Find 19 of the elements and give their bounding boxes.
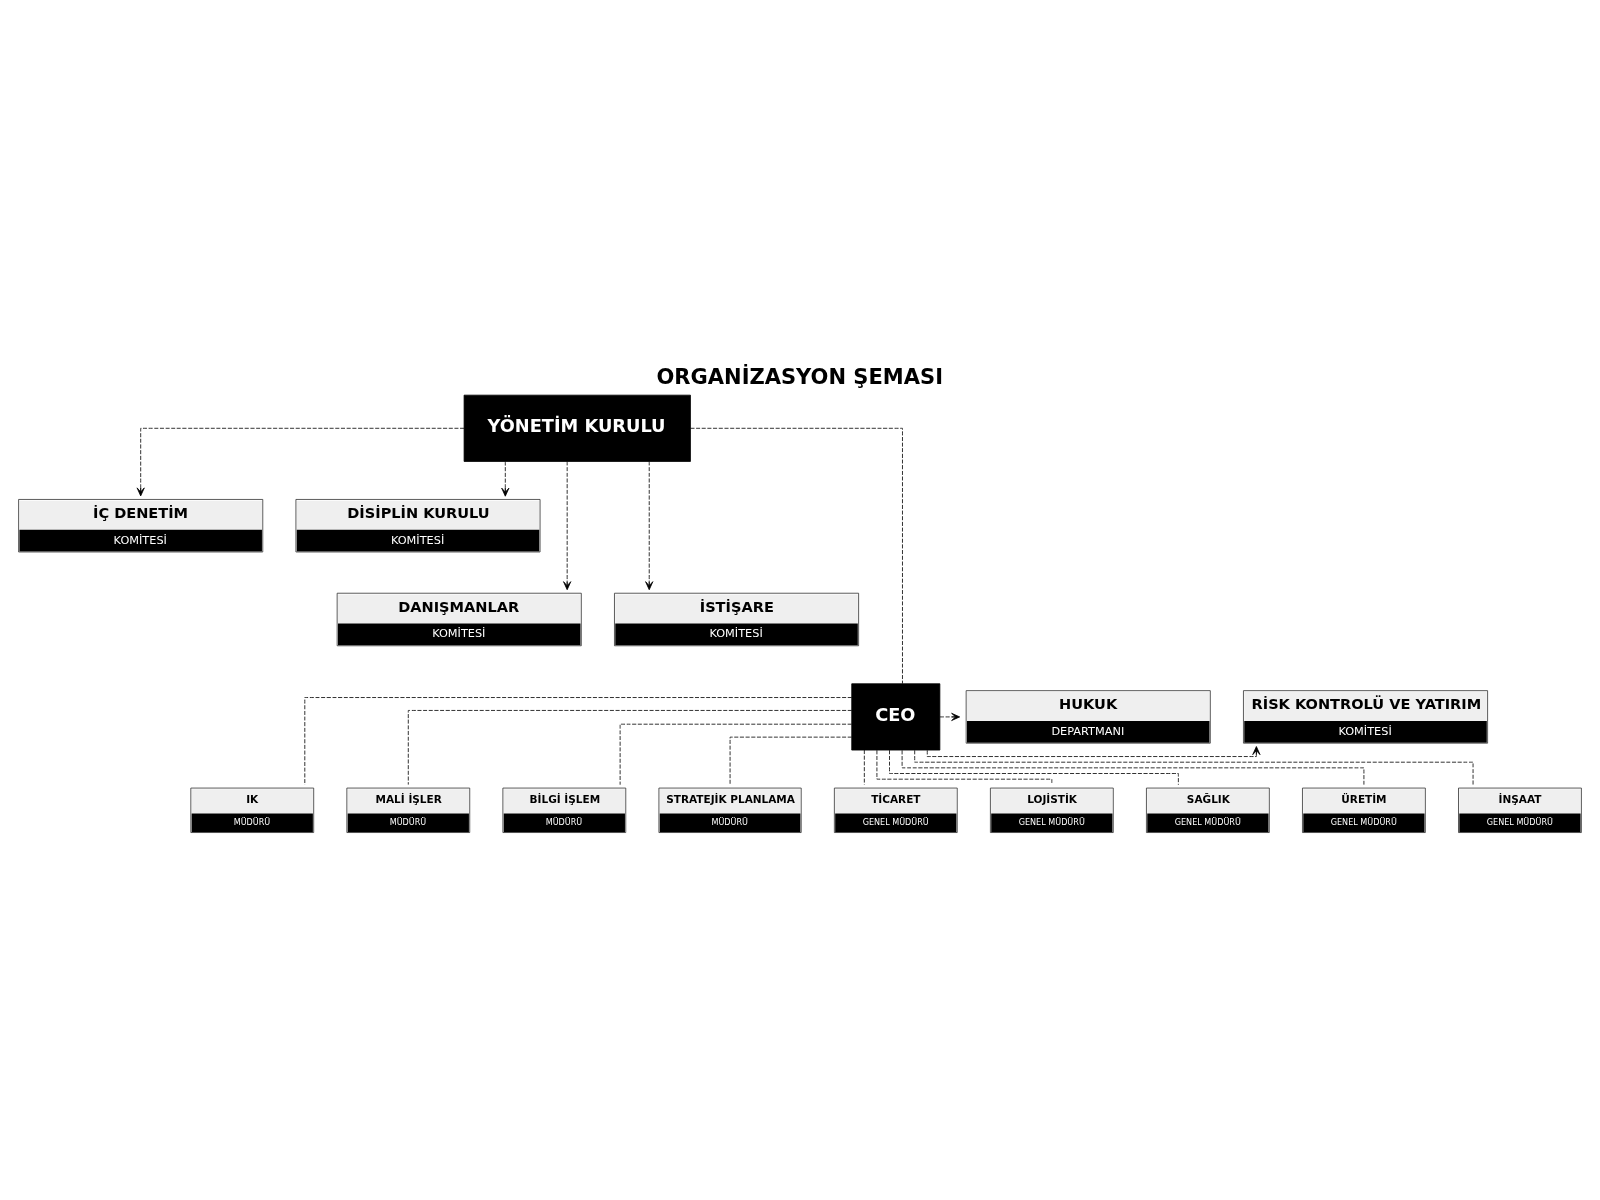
arrow — [501, 460, 510, 497]
connector — [304, 696, 853, 785]
connector — [889, 749, 1179, 785]
connector — [901, 749, 1365, 785]
arrow — [926, 745, 1261, 757]
diagram-title: ORGANİZASYON ŞEMASI — [656, 363, 943, 389]
node-box: YÖNETİM KURULU — [463, 394, 691, 462]
connector — [876, 749, 1053, 785]
connector — [619, 723, 852, 785]
node-box: CEO — [851, 682, 941, 750]
arrow — [939, 712, 961, 721]
connector — [863, 749, 865, 785]
connector — [914, 749, 1474, 785]
arrow — [645, 460, 654, 590]
arrow — [136, 427, 465, 496]
connector — [729, 736, 852, 785]
arrow — [563, 460, 572, 590]
connector — [407, 709, 853, 785]
connector — [690, 427, 903, 684]
